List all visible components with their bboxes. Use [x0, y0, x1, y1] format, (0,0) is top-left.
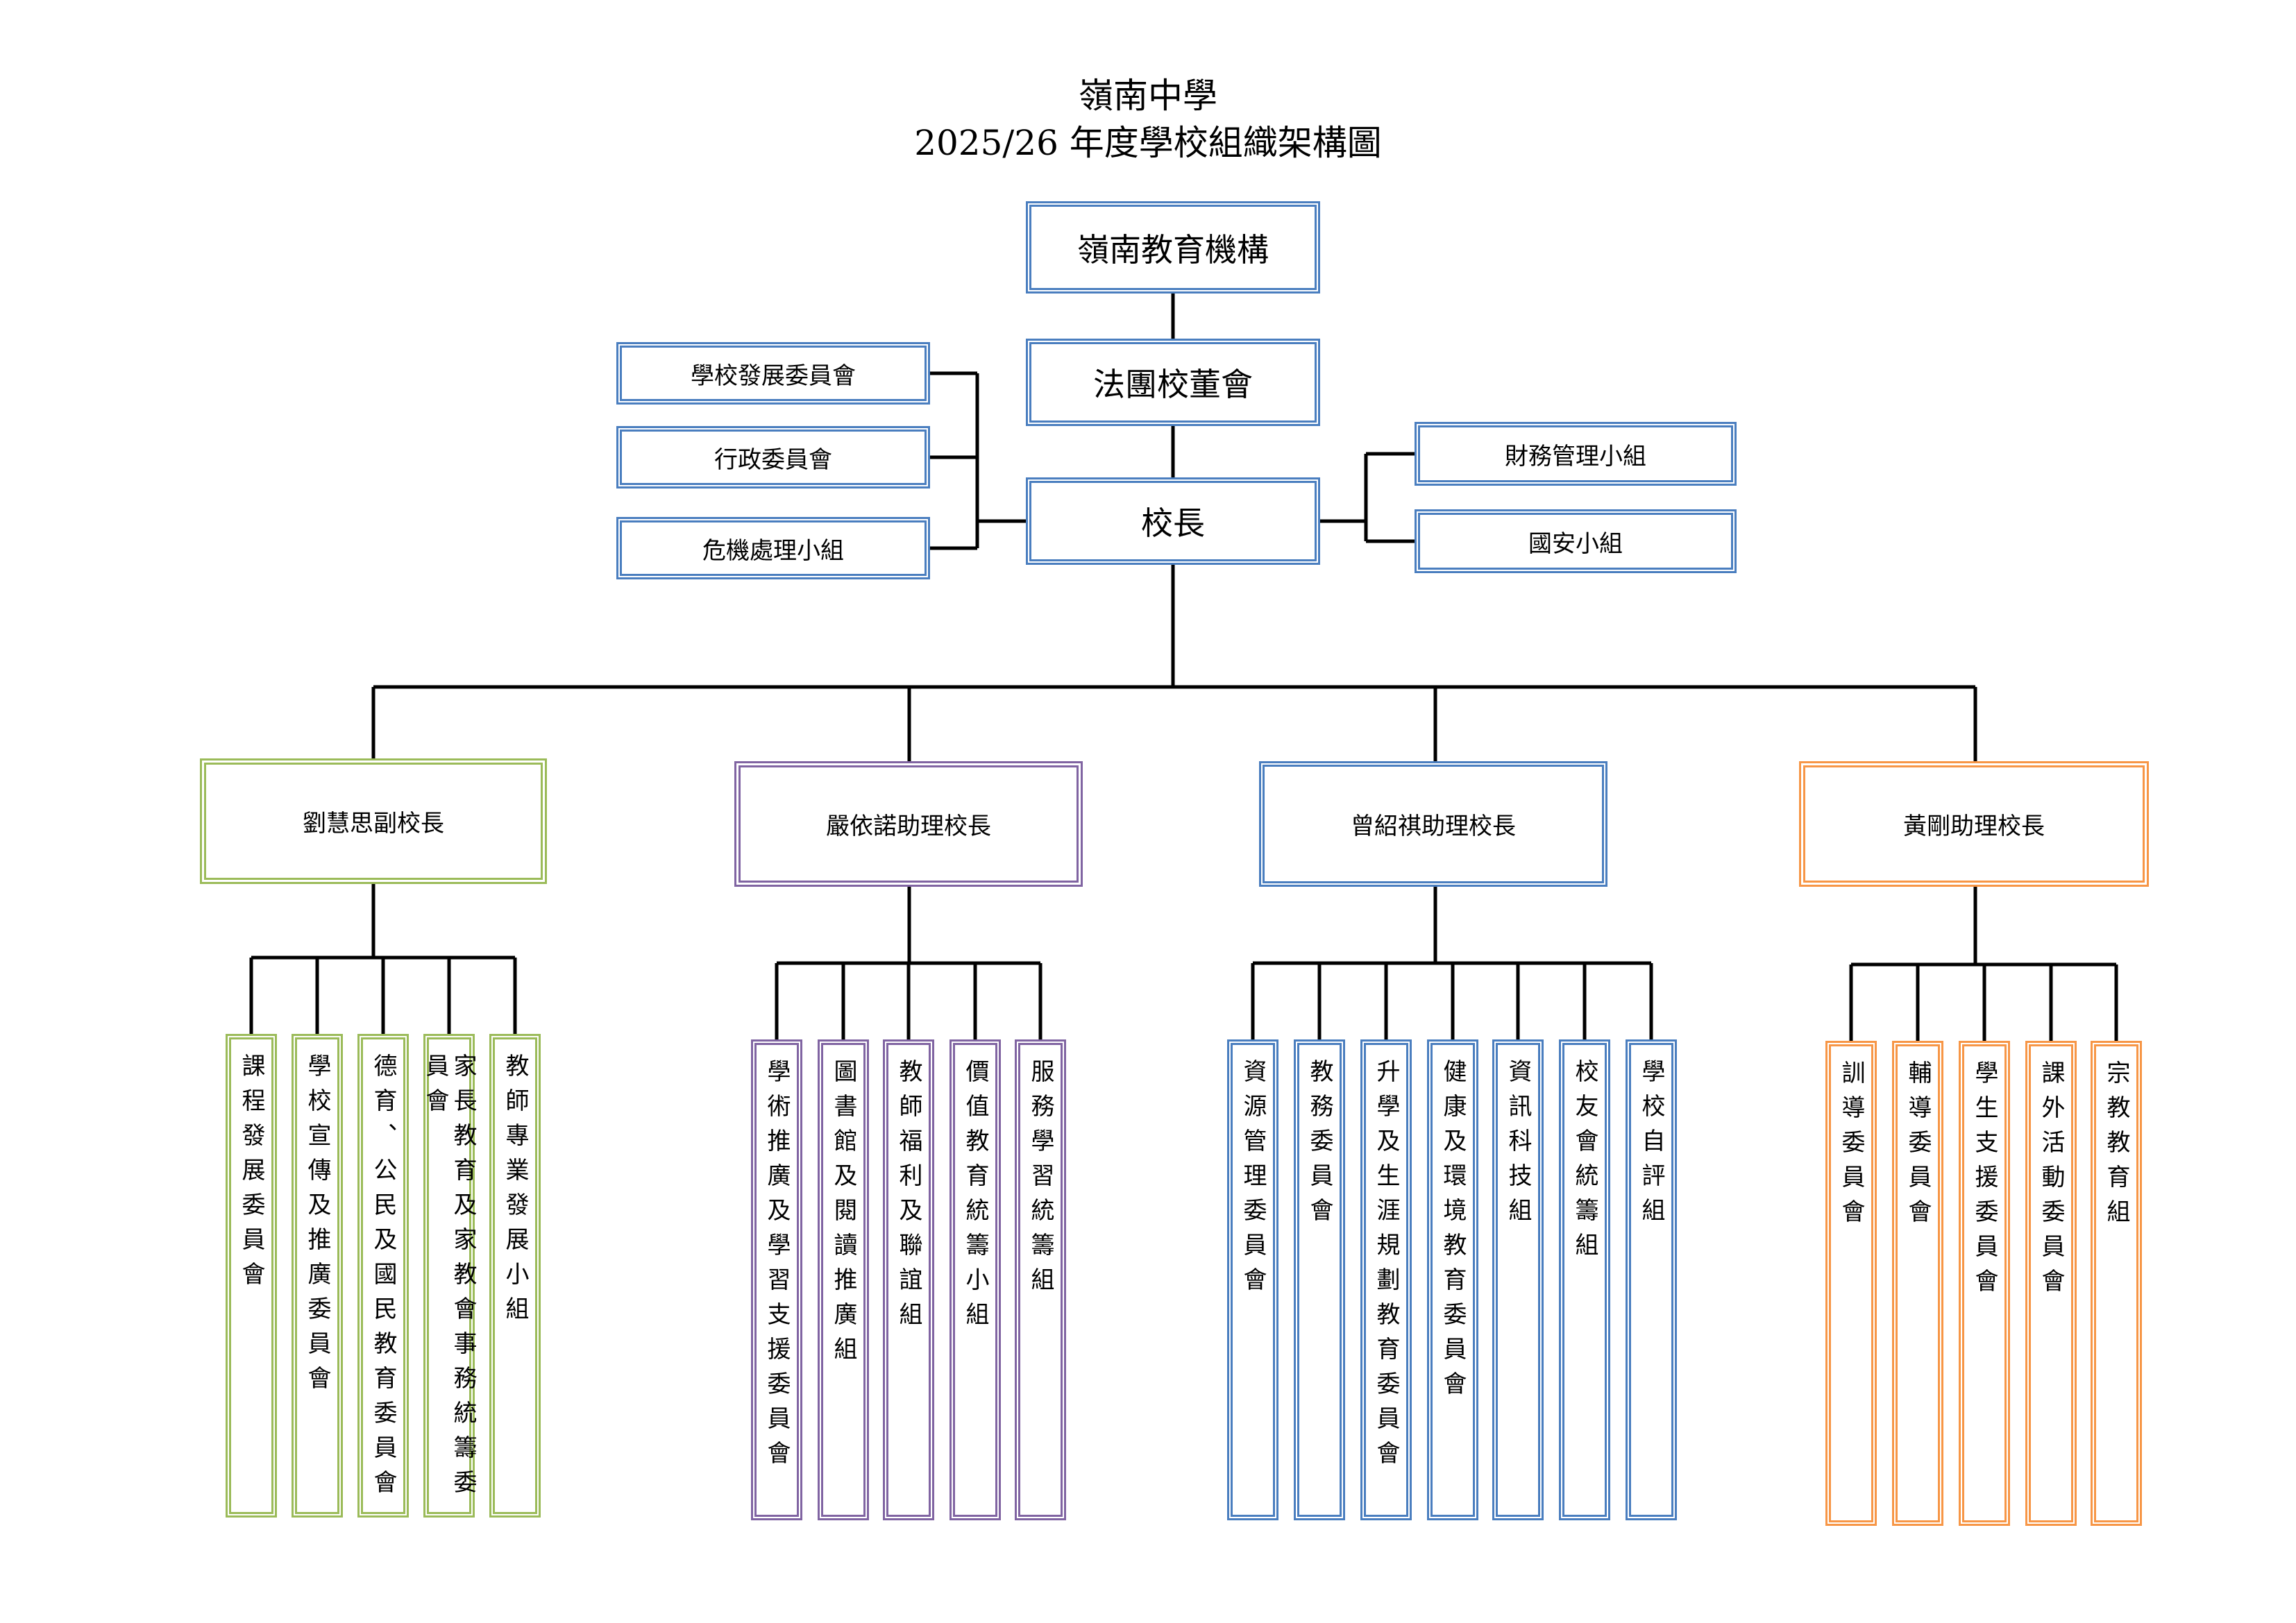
division-head-box: 曾紹祺助理校長 — [1259, 761, 1607, 887]
unit-box: 教師專業發展小組 — [489, 1034, 541, 1518]
unit-box: 課外活動委員會 — [2025, 1041, 2077, 1526]
unit-label: 健康及環境教育委員會 — [1439, 1059, 1467, 1406]
unit-box: 學生支援委員會 — [1959, 1041, 2010, 1526]
unit-box: 健康及環境教育委員會 — [1427, 1039, 1478, 1520]
unit-label: 教師專業發展小組 — [501, 1053, 529, 1331]
committee-box: 行政委員會 — [616, 426, 930, 488]
unit-box: 資訊科技組 — [1492, 1039, 1544, 1520]
unit-label: 課程發展委員會 — [237, 1053, 265, 1296]
unit-box: 學校自評組 — [1626, 1039, 1677, 1520]
unit-label: 課外活動委員會 — [2037, 1060, 2065, 1303]
unit-label: 學校宣傳及推廣委員會 — [303, 1053, 331, 1400]
unit-label: 宗教教育組 — [2102, 1060, 2130, 1234]
unit-box: 圖書館及閱讀推廣組 — [818, 1039, 869, 1520]
division-head-box: 黃剛助理校長 — [1799, 761, 2149, 887]
unit-label: 輔導委員會 — [1904, 1060, 1932, 1234]
unit-label: 服務學習統籌組 — [1027, 1059, 1054, 1302]
unit-label: 訓導委員會 — [1837, 1060, 1865, 1234]
unit-label: 資源管理委員會 — [1239, 1059, 1267, 1302]
unit-box: 家長教育及家教會事務統籌委員會 — [421, 1034, 477, 1518]
board-label: 法團校董會 — [1093, 366, 1253, 403]
unit-label: 資訊科技組 — [1504, 1059, 1532, 1232]
committee-box: 學校發展委員會 — [616, 342, 930, 405]
unit-label: 圖書館及閱讀推廣組 — [829, 1059, 857, 1371]
unit-box: 德育、公民及國民教育委員會 — [357, 1034, 409, 1518]
chart-title: 2025/26 年度學校組織架構圖 — [914, 123, 1382, 163]
unit-label: 教務委員會 — [1306, 1059, 1333, 1232]
unit-box: 教師福利及聯誼組 — [883, 1039, 934, 1520]
unit-label: 德育、公民及國民教育委員會 — [369, 1053, 397, 1504]
unit-label: 家長教育及家教會事務統籌委員會 — [421, 1053, 477, 1504]
unit-box: 學校宣傳及推廣委員會 — [292, 1034, 343, 1518]
committee-label: 國安小組 — [1528, 529, 1623, 558]
unit-box: 訓導委員會 — [1825, 1041, 1877, 1526]
unit-box: 價值教育統籌小組 — [949, 1039, 1001, 1520]
unit-box: 課程發展委員會 — [226, 1034, 277, 1518]
unit-box: 宗教教育組 — [2091, 1041, 2142, 1526]
unit-box: 校友會統籌組 — [1559, 1039, 1610, 1520]
committee-label: 財務管理小組 — [1505, 442, 1646, 470]
principal-box: 校長 — [1026, 477, 1320, 565]
committee-label: 學校發展委員會 — [691, 362, 856, 390]
committee-box: 國安小組 — [1415, 509, 1737, 573]
unit-label: 教師福利及聯誼組 — [895, 1059, 922, 1336]
unit-label: 校友會統籌組 — [1571, 1059, 1598, 1267]
institution-label: 嶺南教育機構 — [1077, 230, 1269, 269]
division-head-box: 劉慧思副校長 — [200, 758, 547, 884]
principal-label: 校長 — [1141, 504, 1205, 542]
committee-label: 行政委員會 — [714, 445, 832, 474]
unit-label: 學術推廣及學習支援委員會 — [763, 1059, 791, 1475]
division-head-label: 劉慧思副校長 — [303, 810, 444, 838]
board-box: 法團校董會 — [1026, 339, 1320, 426]
division-head-label: 曾紹祺助理校長 — [1351, 813, 1516, 840]
division-head-label: 嚴依諾助理校長 — [826, 813, 991, 840]
committee-box: 危機處理小組 — [616, 517, 930, 579]
unit-label: 學生支援委員會 — [1970, 1060, 1998, 1303]
unit-label: 價值教育統籌小組 — [961, 1059, 989, 1336]
committee-label: 危機處理小組 — [702, 536, 844, 565]
unit-label: 學校自評組 — [1637, 1059, 1665, 1232]
unit-box: 資源管理委員會 — [1227, 1039, 1278, 1520]
institution-box: 嶺南教育機構 — [1026, 201, 1320, 294]
unit-box: 服務學習統籌組 — [1015, 1039, 1066, 1520]
school-name: 嶺南中學 — [1079, 76, 1217, 116]
division-head-box: 嚴依諾助理校長 — [734, 761, 1083, 887]
committee-box: 財務管理小組 — [1415, 422, 1737, 486]
unit-box: 升學及生涯規劃教育委員會 — [1360, 1039, 1412, 1520]
division-head-label: 黃剛助理校長 — [1903, 813, 2045, 840]
unit-label: 升學及生涯規劃教育委員會 — [1372, 1059, 1400, 1475]
unit-box: 學術推廣及學習支援委員會 — [751, 1039, 802, 1520]
unit-box: 輔導委員會 — [1892, 1041, 1943, 1526]
unit-box: 教務委員會 — [1294, 1039, 1345, 1520]
